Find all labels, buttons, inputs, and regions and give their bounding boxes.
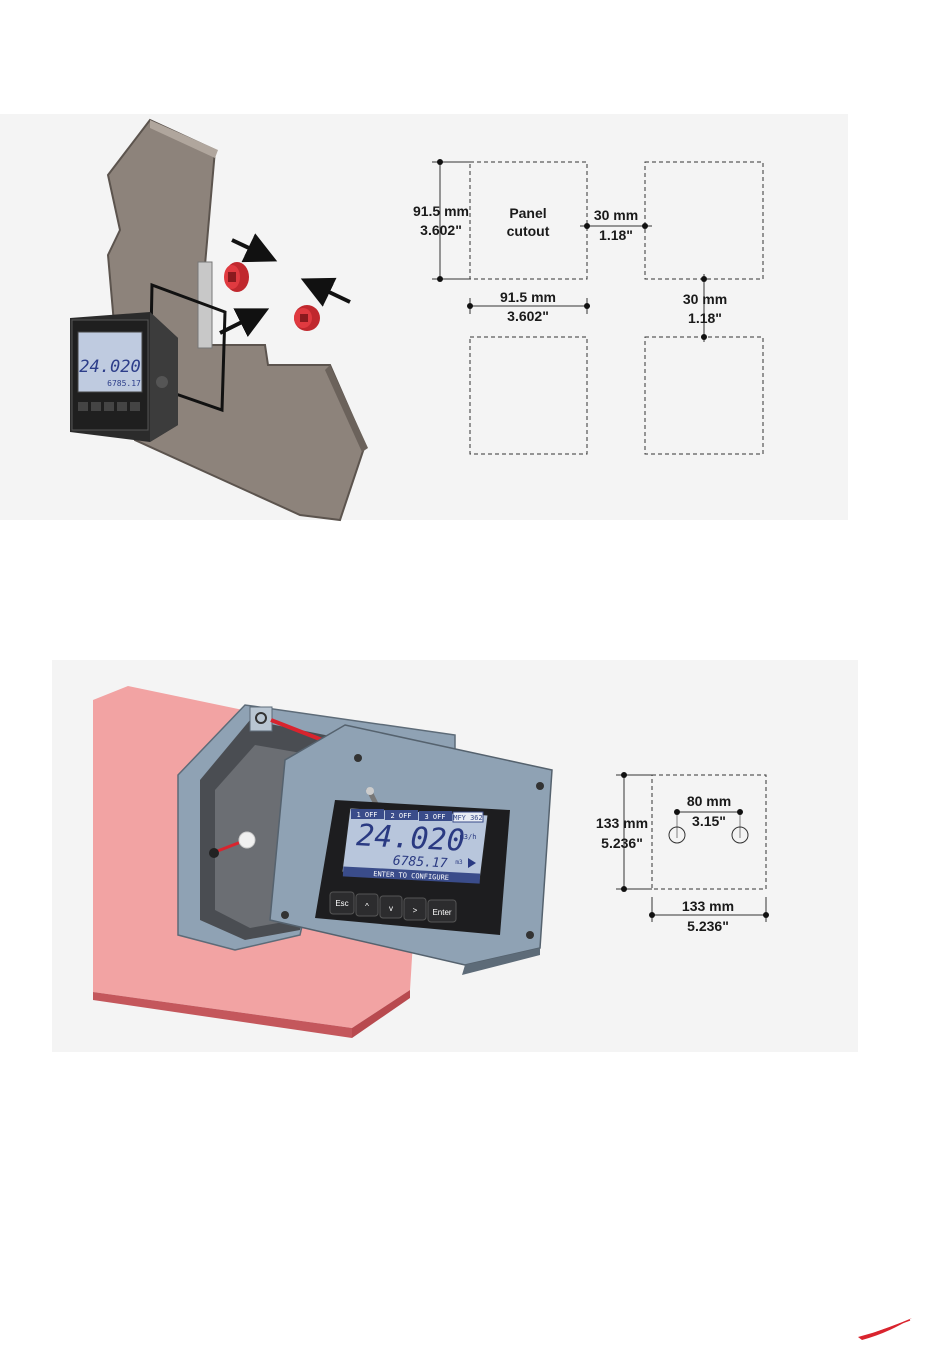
hole-spacing-mm: 80 mm — [687, 793, 731, 809]
cutout-height-in: 3.602" — [420, 222, 462, 238]
panel-mount-illustration: 24.020 6785.17 — [70, 120, 368, 520]
panel-cutout-drawing — [432, 160, 763, 454]
cutout-vgap-in: 1.18" — [688, 310, 722, 326]
wall-meter-main-value: 24.020 — [355, 818, 465, 859]
cutout-square-4 — [645, 337, 763, 454]
lcd-status-3: 3 OFF — [424, 813, 445, 821]
wall-meter-sub-unit: m3 — [455, 859, 463, 866]
template-height-in: 5.236" — [601, 835, 643, 851]
cutout-hgap-in: 1.18" — [599, 227, 633, 243]
cutout-label-line2: cutout — [507, 223, 550, 239]
lcd-status-4: MFY 362 — [453, 814, 483, 822]
cutout-label-line1: Panel — [509, 205, 546, 221]
cutout-square-2 — [645, 162, 763, 279]
wall-mount-illustration: 1 OFF 2 OFF 3 OFF MFY 362 24.020 m3/h 67… — [93, 686, 552, 1038]
lcd-status-2: 2 OFF — [390, 812, 411, 820]
cutout-square-3 — [470, 337, 587, 454]
up-button-label: ^ — [365, 902, 369, 911]
mounting-clip-1 — [224, 262, 249, 292]
down-button-label: v — [389, 904, 393, 913]
template-width-in: 5.236" — [687, 918, 729, 934]
panel-meter-main-value: 24.020 — [79, 357, 140, 377]
right-button-label: > — [413, 906, 418, 915]
mounting-clip-2 — [294, 305, 320, 331]
esc-button-label: Esc — [335, 899, 348, 908]
panel-cutout-dots — [437, 159, 707, 340]
template-width-mm: 133 mm — [682, 898, 734, 914]
panel-meter: 24.020 6785.17 — [70, 312, 178, 442]
cutout-hgap-mm: 30 mm — [594, 207, 638, 223]
hole-spacing-in: 3.15" — [692, 813, 726, 829]
panel-meter-sub-value: 6785.17 — [107, 379, 141, 388]
cutout-height-mm: 91.5 mm — [413, 203, 469, 219]
arrow-insert-2 — [308, 282, 350, 302]
template-height-mm: 133 mm — [596, 815, 648, 831]
cutout-width-mm: 91.5 mm — [500, 289, 556, 305]
wall-meter-main-unit: m3/h — [460, 833, 477, 841]
wall-meter-sub-value: 6785.17 — [392, 854, 448, 872]
cutout-width-in: 3.602" — [507, 308, 549, 324]
enter-button-label: Enter — [432, 908, 451, 917]
cutout-vgap-mm: 30 mm — [683, 291, 727, 307]
arrow-insert-1 — [232, 240, 270, 258]
